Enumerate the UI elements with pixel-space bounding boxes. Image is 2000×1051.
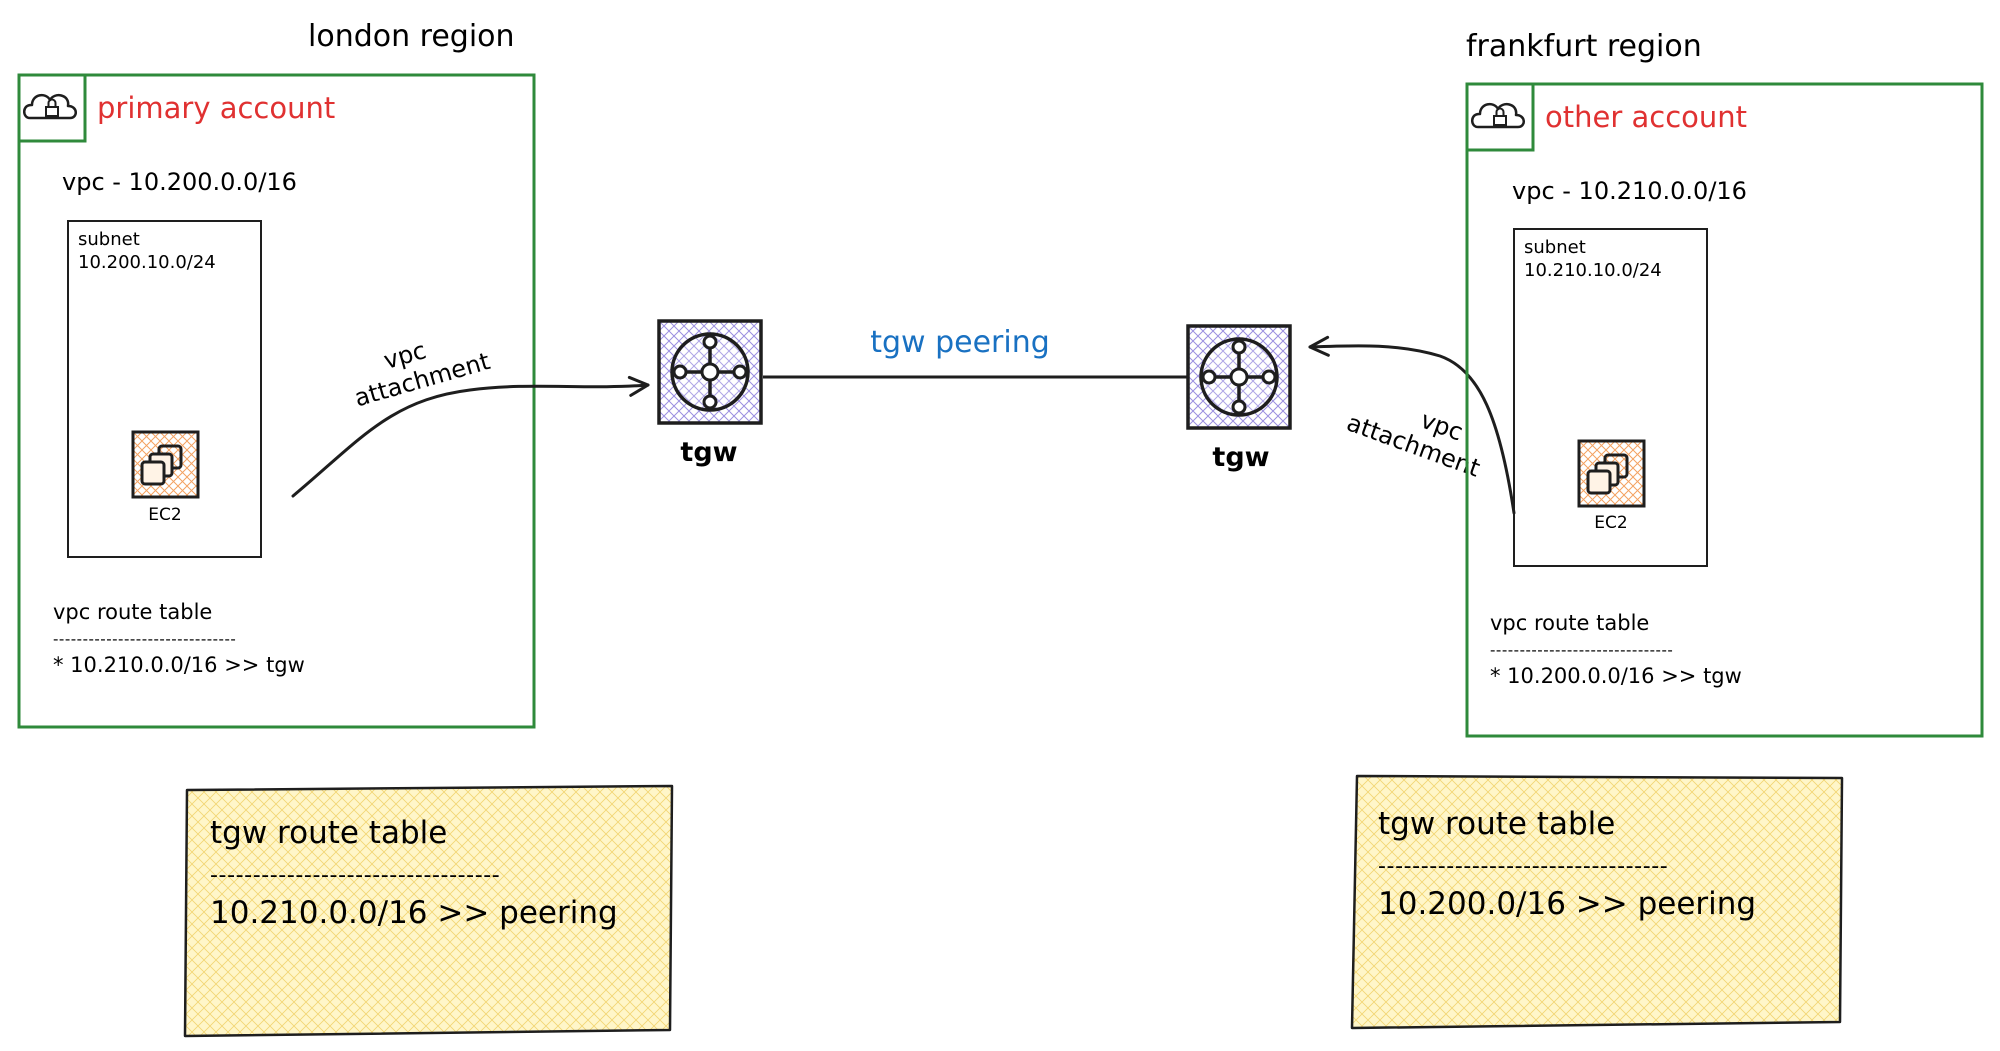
cloud-lock-icon [23, 93, 77, 120]
tgw-route-table-divider: ---------------------------------- [210, 863, 500, 888]
subnet-cidr: 10.210.10.0/24 [1524, 260, 1662, 281]
tgw-route-table-note: tgw route table ------------------------… [1350, 774, 1844, 1030]
route-table-divider: ------------------------------- [1490, 641, 1673, 659]
account-label: other account [1545, 100, 1747, 134]
ec2-label: EC2 [1594, 513, 1627, 533]
transit-gateway [1186, 324, 1292, 430]
route-table-divider: ------------------------------- [53, 630, 236, 648]
cloud-lock-icon [1471, 102, 1525, 129]
vpc-label: vpc - 10.200.0.0/16 [62, 168, 297, 196]
vpc-attachment-label: vpc attachment [1343, 406, 1484, 483]
vpc-route-table: vpc route table ------------------------… [53, 600, 305, 677]
ec2-icon [1586, 453, 1629, 495]
ec2-icon [140, 444, 183, 486]
transit-gateway [657, 319, 763, 425]
route-table-title: vpc route table [1490, 611, 1649, 635]
subnet-box: subnet 10.200.10.0/24 [67, 220, 262, 558]
account-box: primary account [17, 73, 536, 729]
subnet-label: subnet [1524, 237, 1586, 258]
subnet-label: subnet [78, 229, 140, 250]
router-icon [1199, 337, 1279, 417]
tgw-route-table-note: tgw route table ------------------------… [183, 784, 674, 1038]
tgw-route-table-entry: 10.200.0/16 >> peering [1378, 886, 1756, 922]
vpc-label: vpc - 10.210.0.0/16 [1512, 177, 1747, 205]
tgw-route-table-title: tgw route table [210, 815, 447, 851]
ec2-instance [131, 430, 200, 499]
route-table-title: vpc route table [53, 600, 212, 624]
account-label: primary account [97, 91, 335, 125]
vpc-attachment-label: vpc attachment [351, 336, 493, 412]
peering-label: tgw peering [870, 325, 1050, 360]
vpc-attachment-arrow [291, 375, 650, 498]
region-label: frankfurt region [1466, 29, 1702, 64]
subnet-cidr: 10.200.10.0/24 [78, 252, 216, 273]
tgw-route-table-entry: 10.210.0.0/16 >> peering [210, 895, 618, 931]
tgw-label: tgw [1212, 442, 1269, 473]
route-table-entry: * 10.210.0.0/16 >> tgw [53, 653, 305, 677]
tgw-label: tgw [680, 437, 737, 468]
route-table-entry: * 10.200.0.0/16 >> tgw [1490, 664, 1742, 688]
tgw-route-table-divider: ---------------------------------- [1378, 854, 1668, 879]
subnet-box: subnet 10.210.10.0/24 [1513, 228, 1708, 567]
vpc-attachment-arrow [1308, 335, 1516, 515]
tgw-route-table-title: tgw route table [1378, 806, 1615, 842]
region-label: london region [308, 19, 515, 54]
ec2-instance [1577, 439, 1646, 508]
ec2-label: EC2 [148, 505, 181, 525]
vpc-route-table: vpc route table ------------------------… [1490, 611, 1742, 688]
account-box: other account [1465, 82, 1984, 738]
router-icon [670, 332, 750, 412]
